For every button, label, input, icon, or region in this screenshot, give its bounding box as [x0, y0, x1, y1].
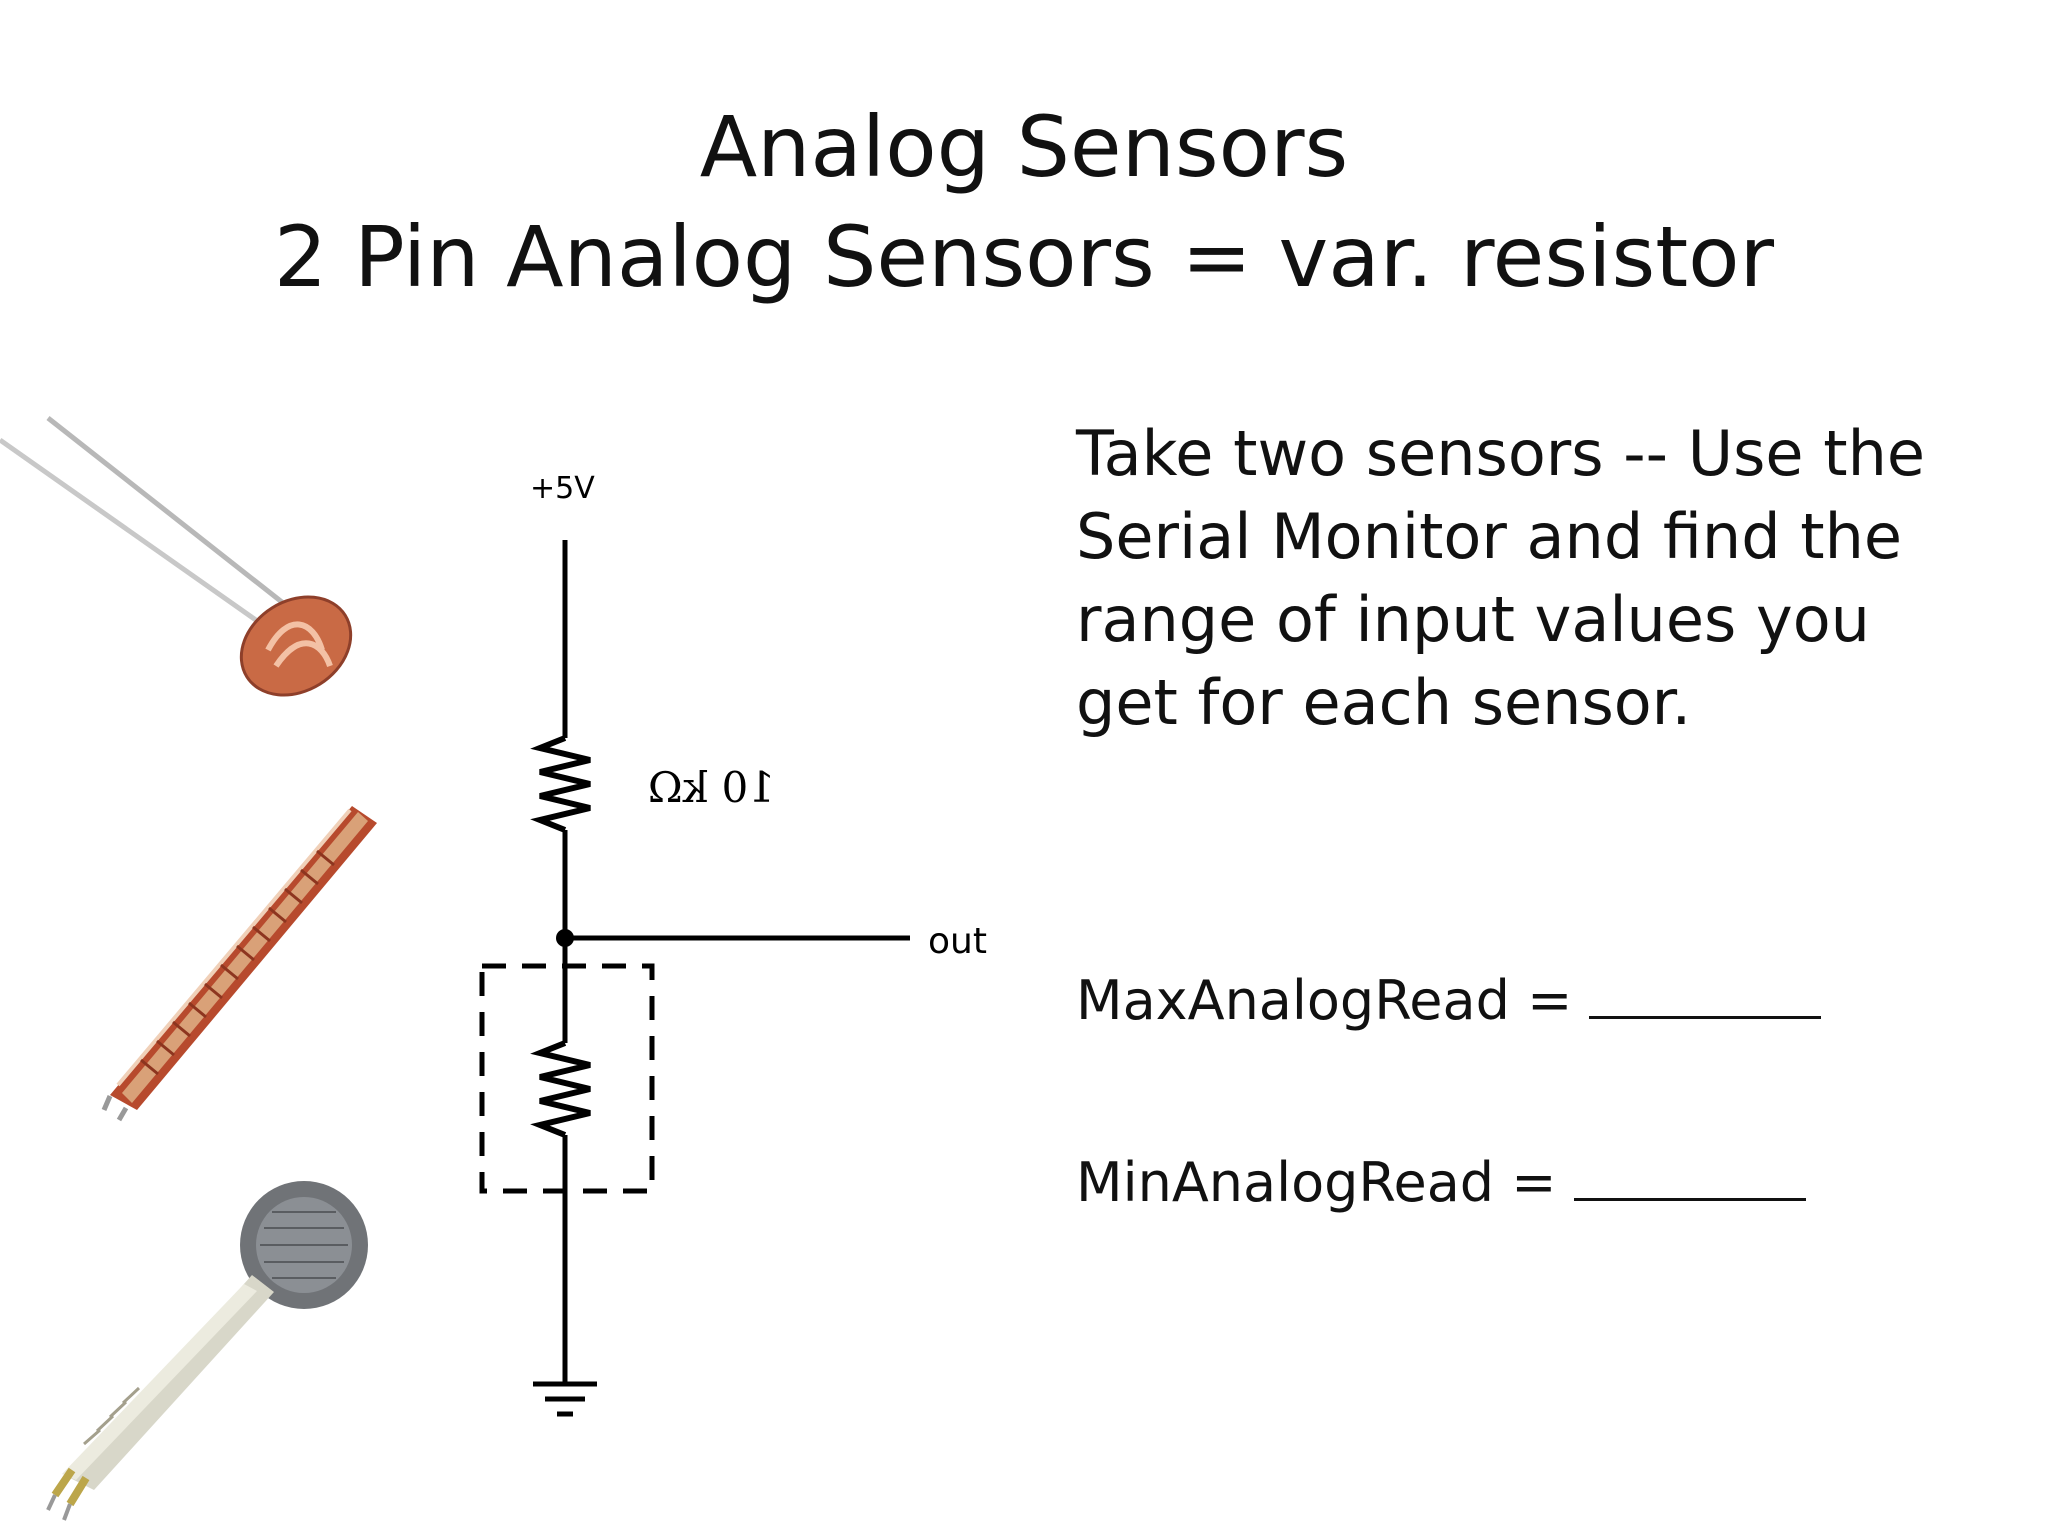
photoresistor-icon: [0, 416, 353, 697]
min-analog-read: MinAnalogRead =: [1076, 1148, 1806, 1218]
title-line-1: Analog Sensors: [699, 98, 1349, 196]
supply-voltage-label: +5V: [530, 471, 595, 506]
voltage-divider-diagram: +5V 10 kΩ out: [479, 471, 987, 1417]
sensor-resistor-symbol: [530, 1040, 591, 1138]
flex-sensor-icon: [101, 806, 377, 1122]
title-line-2: 2 Pin Analog Sensors = var. resistor: [273, 208, 1775, 306]
output-label: out: [928, 921, 987, 962]
max-analog-read: MaxAnalogRead =: [1076, 966, 1822, 1036]
slide-title: Analog Sensors 2 Pin Analog Sensors = va…: [0, 92, 2048, 312]
max-analog-read-label: MaxAnalogRead =: [1076, 969, 1590, 1032]
force-sensitive-resistor-icon: [46, 1181, 368, 1521]
fixed-resistor-symbol: [530, 735, 591, 833]
sensor-images: [0, 416, 377, 1521]
sensor-instructions: Take two sensors -- Use the Serial Monit…: [1076, 417, 1926, 739]
max-analog-read-blank: [1589, 966, 1822, 1019]
resistor-value-label: 10 kΩ: [648, 763, 775, 812]
ground-icon: [533, 1381, 597, 1417]
min-analog-read-label: MinAnalogRead =: [1076, 1151, 1574, 1214]
min-analog-read-blank: [1573, 1148, 1806, 1201]
